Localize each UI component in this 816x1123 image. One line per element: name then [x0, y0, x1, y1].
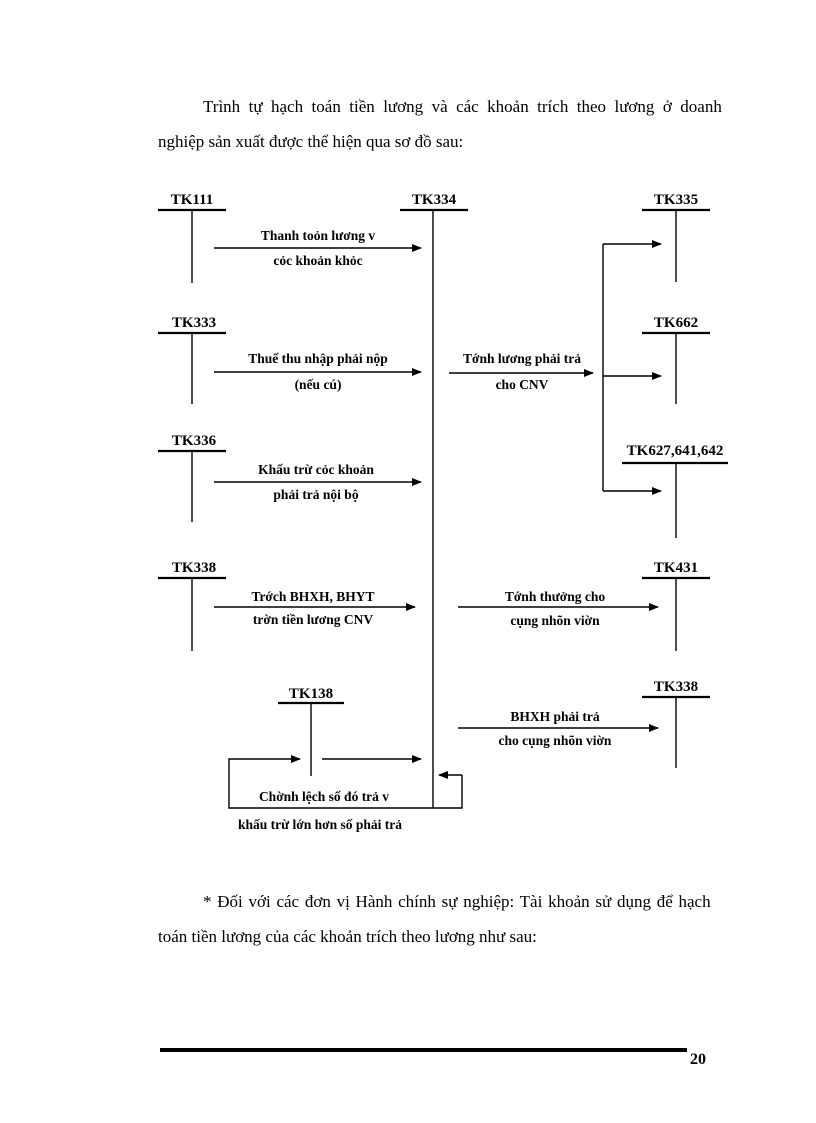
flow-label-line-1: Khấu trừ cỏc khoản: [258, 462, 374, 477]
flow-label-line-1: Thanh toỏn lương v: [261, 228, 375, 243]
flow-salary-payable: Tớnh lương phải trả cho CNV: [449, 240, 662, 495]
account-tk334: TK334: [400, 192, 468, 808]
section2-line-2: toán tiền lương của các khoản trích theo…: [158, 927, 537, 946]
flow-label-line-2: khấu trừ lớn hơn số phải trả: [238, 817, 402, 832]
account-label: TK336: [172, 433, 217, 449]
account-tk627-641-642: TK627,641,642: [622, 443, 728, 538]
page-number: 20: [690, 1051, 706, 1068]
account-tk333: TK333: [158, 315, 226, 404]
flow-label-line-2: phải trả nội bộ: [273, 487, 358, 502]
account-tk138: TK138: [278, 686, 344, 776]
account-tk662: TK662: [642, 315, 710, 404]
flow-label-line-2: cho cụng nhõn viờn: [499, 733, 612, 748]
account-tk111: TK111: [158, 192, 226, 283]
account-label: TK627,641,642: [627, 443, 724, 459]
flow-label-line-1: Tớnh thưởng cho: [505, 589, 606, 604]
account-label: TK111: [171, 192, 214, 208]
flow-label-line-1: Tớnh lương phải trả: [463, 351, 581, 366]
account-tk338-left: TK338: [158, 560, 226, 651]
flow-label-line-2: trờn tiền lương CNV: [253, 612, 373, 627]
flow-internal-deductions: Khấu trừ cỏc khoản phải trả nội bộ: [214, 462, 422, 502]
account-label: TK431: [654, 560, 698, 576]
intro-line-2: nghiệp sản xuất được thể hiện qua sơ đồ …: [158, 132, 464, 151]
account-label: TK338: [172, 560, 216, 576]
flow-insurance-deduction: Trớch BHXH, BHYT trờn tiền lương CNV: [214, 589, 416, 627]
account-label: TK335: [654, 192, 698, 208]
flow-social-insurance-payable: BHXH phải trả cho cụng nhõn viờn: [458, 709, 659, 748]
flow-label-line-1: Thuế thu nhập phải nộp: [248, 351, 388, 366]
intro-paragraph: Trình tự hạch toán tiền lương và các kho…: [158, 89, 722, 159]
flow-label-line-1: Chờnh lệch số đó trả v: [259, 789, 389, 804]
flow-tk138-loop: Chờnh lệch số đó trả v khấu trừ lớn hơn …: [228, 755, 463, 832]
section2-line-1: * Đối với các đơn vị Hành chính sự nghiệ…: [203, 892, 711, 911]
account-label: TK662: [654, 315, 698, 331]
account-tk431: TK431: [642, 560, 710, 651]
account-tk338-right: TK338: [642, 679, 710, 768]
flow-label-line-2: (nếu cú): [295, 377, 342, 392]
intro-line-1: Trình tự hạch toán tiền lương và các kho…: [203, 97, 722, 116]
section2-paragraph: * Đối với các đơn vị Hành chính sự nghiệ…: [158, 884, 711, 954]
account-label: TK333: [172, 315, 216, 331]
flow-bonus: Tớnh thưởng cho cụng nhõn viờn: [458, 589, 659, 628]
account-label: TK138: [289, 686, 333, 702]
loop-path: [228, 758, 463, 809]
flow-label-line-1: BHXH phải trả: [510, 709, 600, 724]
account-label: TK338: [654, 679, 698, 695]
account-label: TK334: [412, 192, 457, 208]
flow-income-tax: Thuế thu nhập phải nộp (nếu cú): [214, 351, 422, 392]
flow-label-line-1: Trớch BHXH, BHYT: [251, 589, 374, 604]
flow-label-line-2: cỏc khoản khỏc: [273, 253, 362, 268]
flow-label-line-2: cụng nhõn viờn: [510, 613, 600, 628]
flow-label-line-2: cho CNV: [496, 377, 549, 392]
account-tk335: TK335: [642, 192, 710, 282]
footer-rule: [160, 1048, 687, 1052]
account-tk336: TK336: [158, 433, 226, 522]
flow-payment: Thanh toỏn lương v cỏc khoản khỏc: [214, 228, 422, 268]
